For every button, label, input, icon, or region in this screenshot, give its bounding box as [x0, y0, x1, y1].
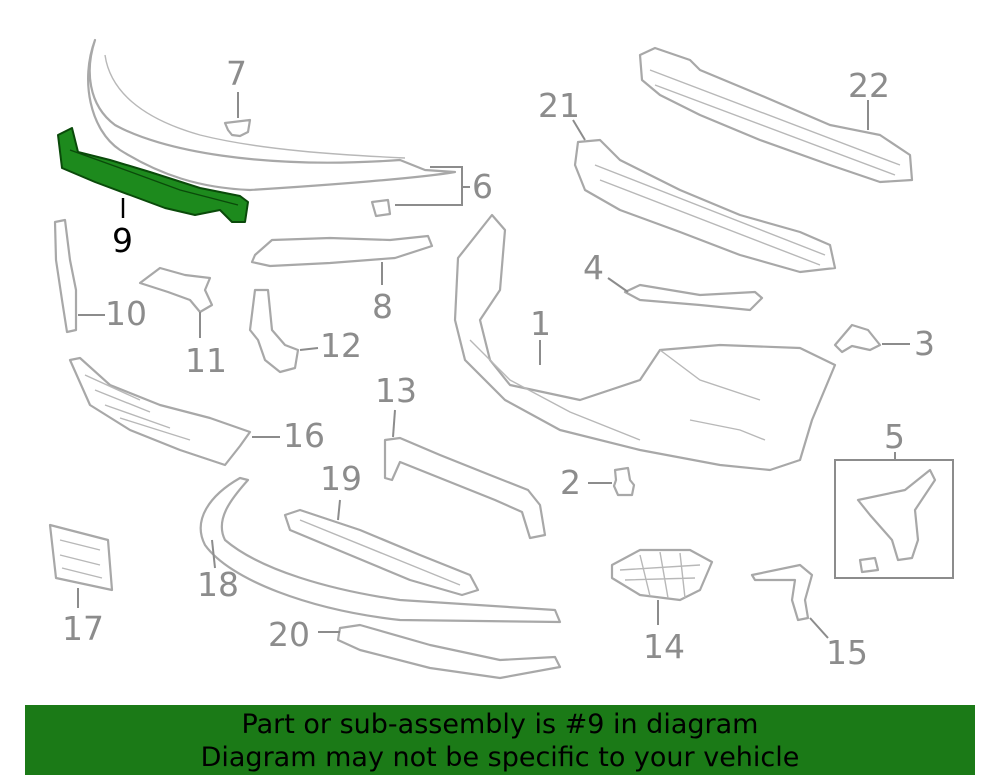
- callout-22: 22: [848, 66, 890, 105]
- part-22-reinforcement-beam: [638, 46, 914, 184]
- part-19-lower-support: [283, 508, 480, 597]
- part-18-lower-lip: [199, 476, 562, 624]
- callout-21: 21: [538, 86, 580, 125]
- callout-10: 10: [105, 294, 147, 333]
- part-6-clip: [370, 198, 392, 218]
- callout-labels: 7 6 9 8 10 11 12 16 17 18 19 20 13 1 2 3…: [62, 54, 935, 672]
- part-20-skid-plate: [336, 623, 562, 680]
- part-3-side-bracket: [833, 323, 882, 354]
- part-16-lower-grille: [68, 356, 252, 467]
- part-11-bracket: [138, 266, 214, 314]
- part-12-bracket: [248, 288, 300, 374]
- upper-trim-panel: [87, 38, 457, 192]
- callout-8: 8: [372, 287, 393, 326]
- callout-2: 2: [560, 463, 581, 502]
- part-10-side-bracket: [53, 218, 78, 334]
- part-9-bracket-highlighted[interactable]: [57, 127, 249, 223]
- part-14-fog-lamp-cover: [610, 548, 714, 602]
- callout-1: 1: [530, 304, 551, 343]
- callout-16: 16: [283, 416, 325, 455]
- callout-7: 7: [226, 54, 247, 93]
- banner-line-1: Part or sub-assembly is #9 in diagram: [241, 709, 759, 740]
- part-13-center-support: [383, 436, 547, 540]
- callout-18: 18: [197, 565, 239, 604]
- part-7-clip: [223, 118, 252, 138]
- info-banner: Part or sub-assembly is #9 in diagram Di…: [25, 705, 975, 775]
- callout-3: 3: [914, 324, 935, 363]
- part-8-bracket: [250, 234, 434, 268]
- callout-13: 13: [375, 371, 417, 410]
- callout-12: 12: [320, 326, 362, 365]
- callout-17: 17: [62, 609, 104, 648]
- callout-9[interactable]: 9: [112, 221, 133, 260]
- callout-11: 11: [185, 341, 227, 380]
- part-2-screw: [612, 466, 636, 497]
- part-5-box: [834, 459, 954, 579]
- callout-15: 15: [826, 633, 868, 672]
- part-17-license-bracket: [48, 523, 114, 592]
- part-4-strip: [623, 283, 764, 312]
- part-1-bumper-cover: [453, 213, 837, 472]
- callout-5: 5: [884, 417, 905, 456]
- callout-4: 4: [583, 248, 604, 287]
- callout-19: 19: [320, 459, 362, 498]
- callout-6: 6: [472, 167, 493, 206]
- banner-line-2: Diagram may not be specific to your vehi…: [200, 742, 800, 773]
- part-15-trim-strip: [750, 563, 814, 622]
- callout-14: 14: [643, 627, 685, 666]
- callout-20: 20: [268, 615, 310, 654]
- leader-lines: [77, 92, 910, 639]
- part-21-energy-absorber: [573, 138, 837, 274]
